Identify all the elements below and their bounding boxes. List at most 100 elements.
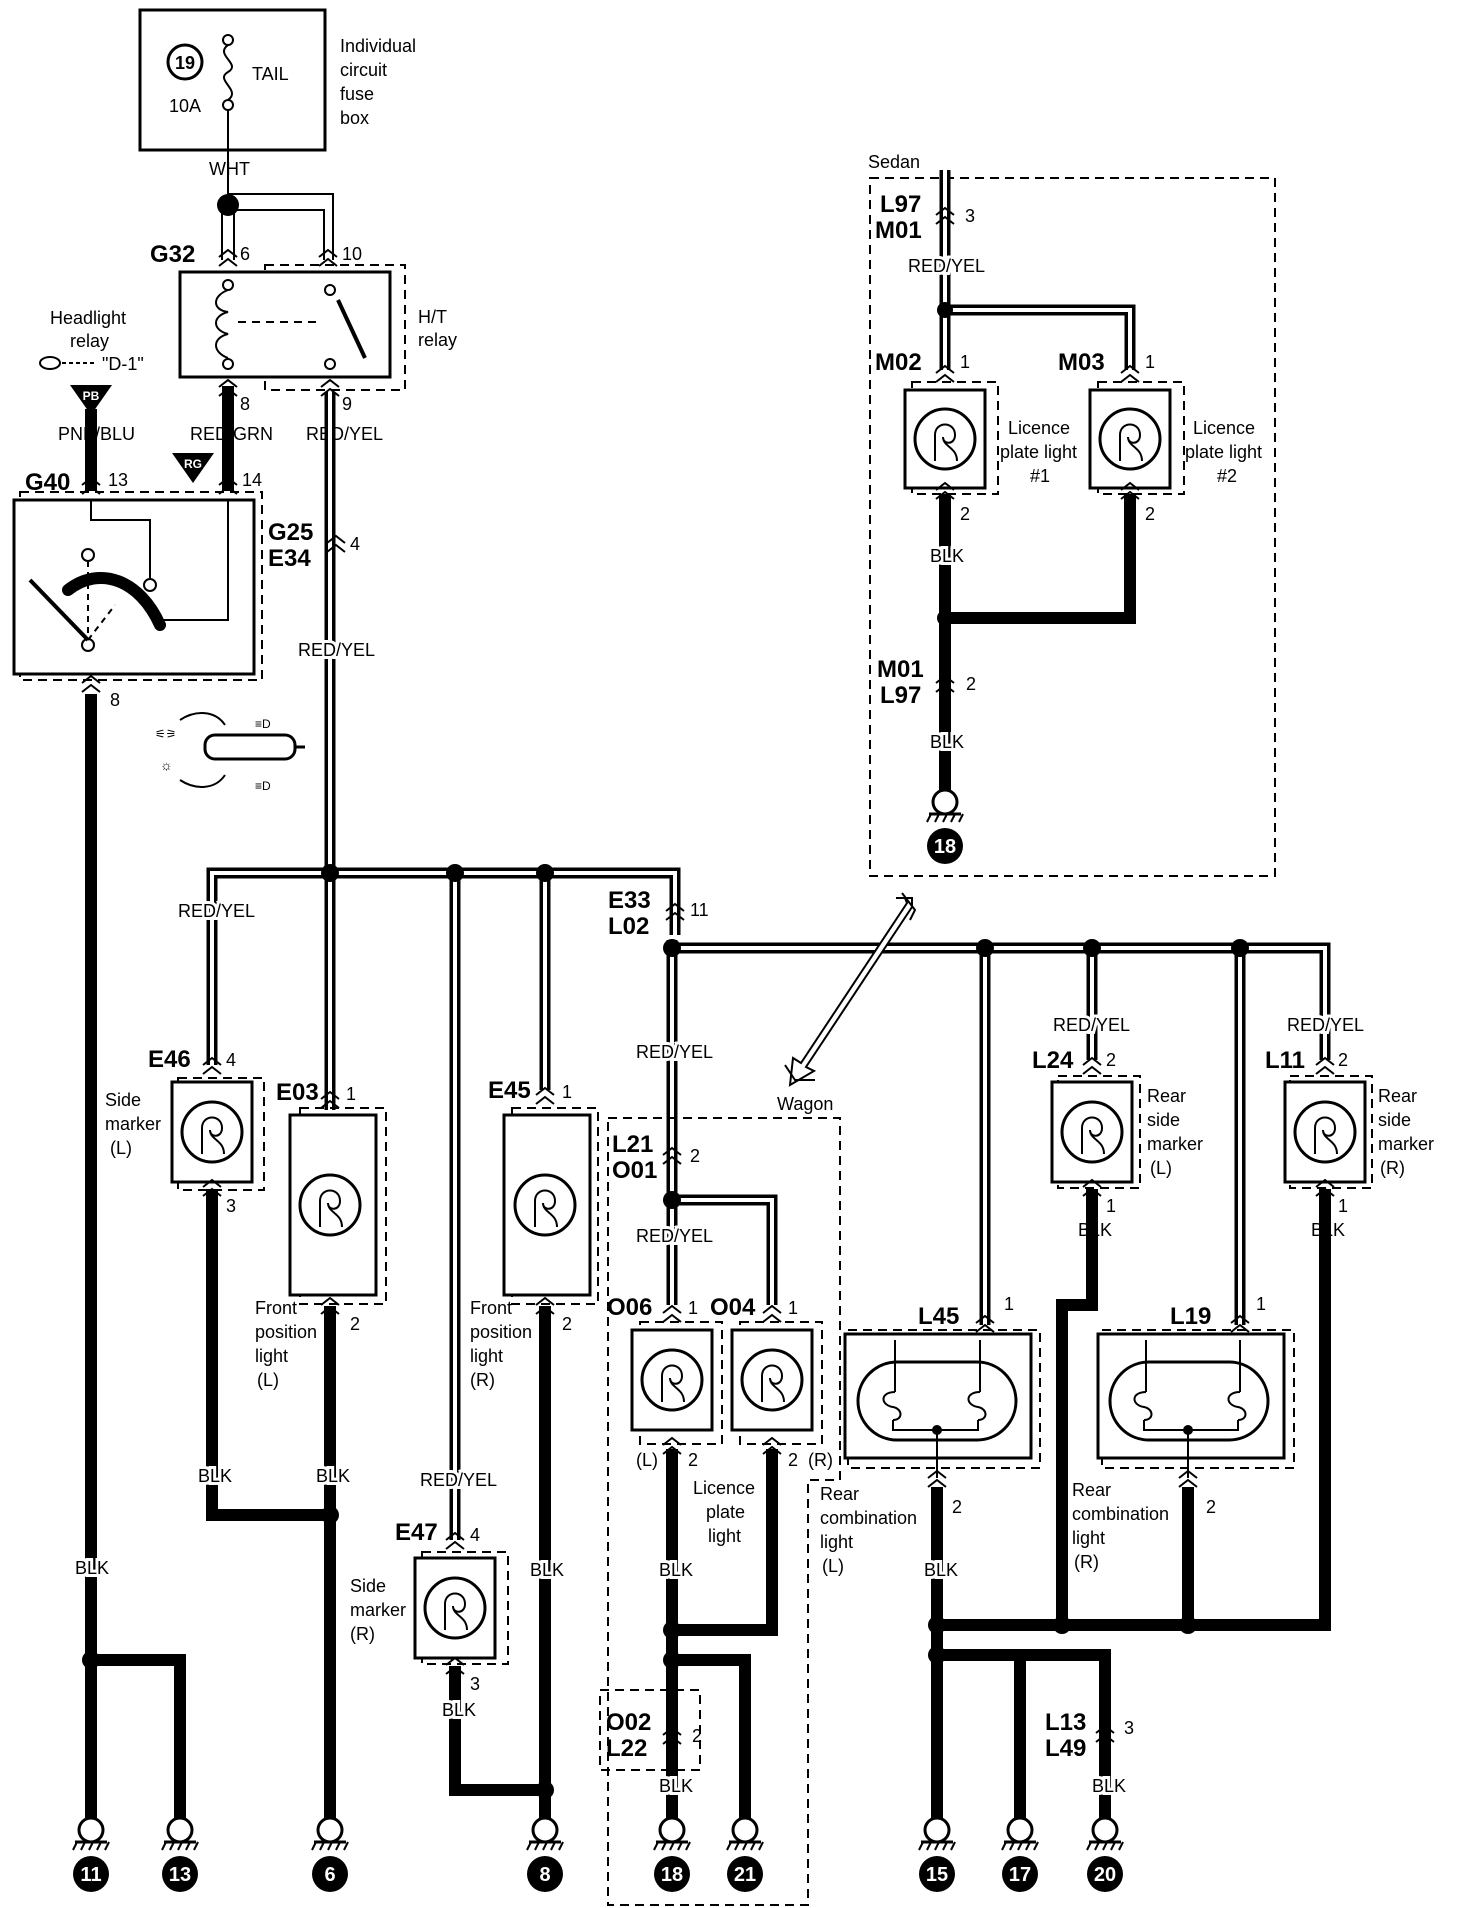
ground-11-label: 11 bbox=[80, 1864, 101, 1886]
lamp-e03: E03 1 2 Front position light (L) bbox=[255, 1079, 387, 1390]
switch-pin-b: 14 bbox=[242, 470, 262, 490]
wire-label-red-yel-e46: RED/YEL bbox=[178, 901, 255, 921]
inline-g25-b: E34 bbox=[268, 545, 311, 572]
lamp-o06-id: O06 bbox=[607, 1294, 652, 1321]
lamp-l24: L24 2 1 Rear side marker (L) bbox=[1032, 1047, 1203, 1216]
lamp-l45-label-1: Rear bbox=[820, 1484, 859, 1504]
lamp-o04: O04 1 2 (R) bbox=[710, 1294, 833, 1470]
sedan-wagon-arrow bbox=[784, 892, 917, 1087]
lamp-m02-label-2: plate light bbox=[1000, 442, 1077, 462]
lamp-m03-label-1: Licence bbox=[1193, 418, 1255, 438]
wire-label-blk-l13: BLK bbox=[1092, 1776, 1126, 1796]
licence-wagon-label-2: plate bbox=[706, 1502, 745, 1522]
eye-icon bbox=[39, 356, 61, 370]
lamp-l45: L45 1 2 Rear combination light (L) bbox=[820, 1294, 1041, 1576]
inline-l21-b: O01 bbox=[612, 1157, 657, 1184]
lamp-l24-label-2: side bbox=[1147, 1110, 1180, 1130]
lamp-e47-pin-bottom: 3 bbox=[470, 1674, 480, 1694]
inline-l13-b: L49 bbox=[1045, 1735, 1086, 1762]
lamp-e47-pin-top: 4 bbox=[470, 1525, 480, 1545]
inline-m01-a: M01 bbox=[877, 656, 924, 683]
lamp-l19-id: L19 bbox=[1170, 1303, 1211, 1330]
ground-8: 8 bbox=[525, 1816, 565, 1894]
wagon-section: Wagon bbox=[607, 1094, 841, 1906]
lamp-e03-label-2: position bbox=[255, 1322, 317, 1342]
wire-label-red-yel-sedan: RED/YEL bbox=[908, 256, 985, 276]
inline-e33-pin: 11 bbox=[690, 900, 709, 920]
relay-label-1: H/T bbox=[418, 307, 447, 327]
inline-g25-pin: 4 bbox=[350, 534, 360, 554]
lamp-l19-label-4: (R) bbox=[1074, 1552, 1099, 1572]
lamp-e46-pin-bottom: 3 bbox=[226, 1196, 236, 1216]
lamp-l11-label-1: Rear bbox=[1378, 1086, 1417, 1106]
inline-l13-a: L13 bbox=[1045, 1709, 1086, 1736]
lamp-m02-label-1: Licence bbox=[1008, 418, 1070, 438]
wire-label-blk-e03: BLK bbox=[316, 1466, 350, 1486]
ground-20: 20 bbox=[1085, 1816, 1125, 1894]
lamp-o06-pin-bottom: 2 bbox=[688, 1450, 698, 1470]
inline-o02-a: O02 bbox=[606, 1709, 651, 1736]
ground-13-label: 13 bbox=[169, 1864, 191, 1886]
switch-pin-c: 8 bbox=[110, 690, 120, 710]
lamp-e45-label-2: position bbox=[470, 1322, 532, 1342]
ground-11: 11 bbox=[71, 1816, 111, 1894]
lamp-m02-pin-top: 1 bbox=[960, 352, 970, 372]
lamp-e47-label-1: Side bbox=[350, 1576, 386, 1596]
lamp-l45-id: L45 bbox=[918, 1303, 959, 1330]
lamp-e45-pin-bottom: 2 bbox=[562, 1314, 572, 1334]
wire-label-relay-red-yel: RED/YEL bbox=[306, 424, 383, 444]
svg-text:☼: ☼ bbox=[160, 757, 173, 773]
wire-label-blk-sedan: BLK bbox=[930, 732, 964, 752]
switch-stalk-icon: ⚟⚞ ☼ ≡D ≡D bbox=[155, 712, 305, 793]
lamp-l11-pin-bottom: 1 bbox=[1338, 1196, 1348, 1216]
inline-l21-a: L21 bbox=[612, 1131, 653, 1158]
lamp-m02-label-3: #1 bbox=[1030, 466, 1050, 486]
svg-text:≡D: ≡D bbox=[255, 779, 271, 793]
lamp-e46-label-3: (L) bbox=[110, 1138, 132, 1158]
fuse-number: 19 bbox=[175, 53, 195, 73]
ground-13: 13 bbox=[160, 1816, 200, 1894]
lamp-e47: E47 4 3 Side marker (R) bbox=[350, 1519, 509, 1694]
lamp-l45-pin-bottom: 2 bbox=[952, 1497, 962, 1517]
lamp-m02-pin-bottom: 2 bbox=[960, 504, 970, 524]
licence-wagon-label-1: Licence bbox=[693, 1478, 755, 1498]
inline-l97-a: L97 bbox=[880, 191, 921, 218]
relay-pin-d: 9 bbox=[342, 394, 352, 414]
ground-sedan-18: 18 bbox=[925, 788, 965, 866]
lamp-o04-pin-bottom: 2 bbox=[788, 1450, 798, 1470]
lamp-o06-pin-top: 1 bbox=[688, 1298, 698, 1318]
ground-8-label: 8 bbox=[539, 1864, 550, 1886]
wire-label-blk-l45: BLK bbox=[924, 1560, 958, 1580]
wire-label-blk-e46: BLK bbox=[198, 1466, 232, 1486]
lamp-m02-id: M02 bbox=[875, 349, 922, 376]
ground-15: 15 bbox=[917, 1816, 957, 1894]
lamp-o06: O06 1 2 (L) bbox=[607, 1294, 723, 1470]
relay-pin-c: 8 bbox=[240, 394, 250, 414]
lamp-l24-label-3: marker bbox=[1147, 1134, 1203, 1154]
lamp-e03-id: E03 bbox=[276, 1079, 319, 1106]
lamp-e45-id: E45 bbox=[488, 1077, 531, 1104]
headlight-relay-ref: Headlight relay "D-1" PB bbox=[39, 308, 144, 415]
lamp-e03-label-3: light bbox=[255, 1346, 288, 1366]
licence-wagon-label-3: light bbox=[708, 1526, 741, 1546]
lamp-l19: L19 1 2 Rear combination light (R) bbox=[1072, 1294, 1295, 1572]
lamp-l45-label-2: combination bbox=[820, 1508, 917, 1528]
inline-l97-b: M01 bbox=[875, 217, 922, 244]
lamp-l45-label-4: (L) bbox=[822, 1556, 844, 1576]
wire-label-red-yel-o06: RED/YEL bbox=[636, 1226, 713, 1246]
lamp-e45-label-1: Front bbox=[470, 1298, 512, 1318]
badge-rg: RG bbox=[184, 457, 202, 471]
lamp-m03: M03 1 2 Licence plate light #2 bbox=[1058, 349, 1262, 524]
fuse-desc-1: Individual bbox=[340, 36, 416, 56]
lamp-e45-label-4: (R) bbox=[470, 1370, 495, 1390]
lamp-l45-label-3: light bbox=[820, 1532, 853, 1552]
lamp-l11-label-3: marker bbox=[1378, 1134, 1434, 1154]
relay-connector: G32 bbox=[150, 241, 195, 268]
ground-21: 21 bbox=[725, 1816, 765, 1894]
lamp-e47-id: E47 bbox=[395, 1519, 438, 1546]
inline-e33-b: L02 bbox=[608, 913, 649, 940]
svg-text:⚟⚞: ⚟⚞ bbox=[155, 727, 177, 741]
fuse-box: 19 10A TAIL Individual circuit fuse box bbox=[138, 8, 416, 152]
lamp-e03-pin-bottom: 2 bbox=[350, 1314, 360, 1334]
